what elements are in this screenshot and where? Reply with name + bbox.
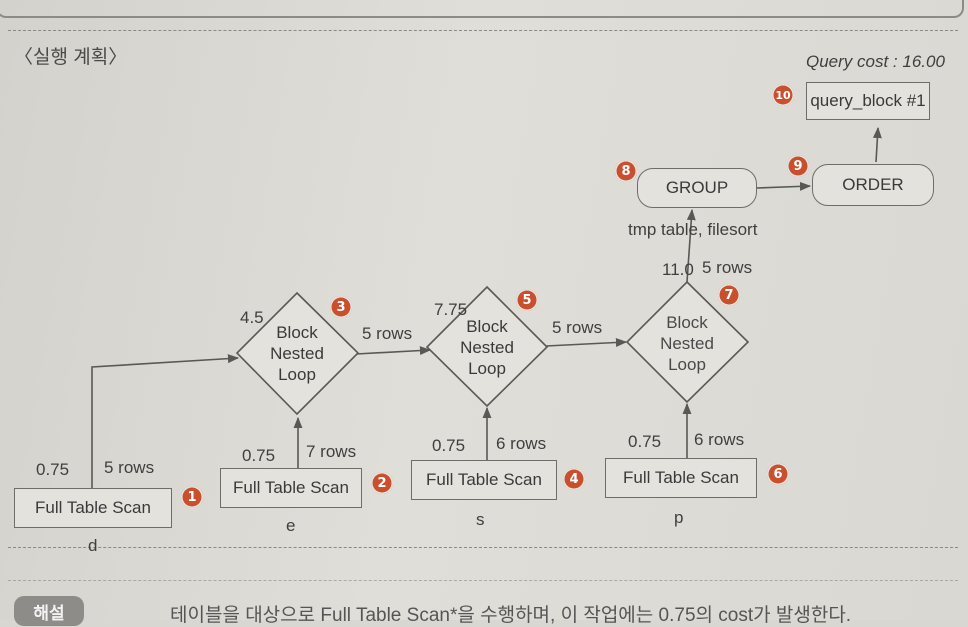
d-cost: 0.75 [36, 460, 70, 479]
bnl3-rows: 5 rows [702, 258, 753, 277]
edge-bnl2-to-bnl3 [545, 338, 628, 347]
e-cost: 0.75 [242, 446, 276, 465]
previous-section-box [0, 0, 964, 18]
step-badge-3: 3 [330, 296, 352, 318]
table-name-p: p [674, 508, 684, 527]
bnl1-diamond [235, 291, 360, 416]
bnl3-cost: 11.0 [662, 260, 694, 279]
bnl3-label: Block Nested Loop [660, 313, 714, 374]
bnl2-rows: 5 rows [552, 318, 603, 337]
scan-p-node: Full Table Scan [605, 458, 757, 498]
p-cost: 0.75 [628, 432, 662, 451]
explanation-tag: 해설 [14, 596, 84, 626]
edge-bnl1-to-bnl2 [355, 346, 432, 356]
step-badge-2: 2 [371, 472, 393, 494]
p-rows: 6 rows [694, 430, 745, 449]
d-rows: 5 rows [104, 458, 155, 477]
bnl1-label: Block Nested Loop [270, 323, 324, 384]
section-heading: 〈실행 계획〉 [14, 47, 128, 68]
step-badge-10: 10 [772, 84, 794, 106]
scan-e-node: Full Table Scan [220, 468, 362, 508]
step-badge-7: 7 [718, 284, 740, 306]
table-name-s: s [476, 510, 485, 529]
step-badge-6: 6 [767, 463, 789, 485]
bottom-divider [8, 547, 958, 548]
bnl1-rows: 5 rows [362, 324, 413, 343]
table-name-d: d [88, 536, 98, 555]
group-node: GROUP [637, 168, 757, 208]
footer-divider [8, 580, 958, 581]
scan-d-node: Full Table Scan [14, 488, 172, 528]
query-block-node: query_block #1 [806, 82, 930, 120]
edge-d-to-bnl1 [91, 354, 240, 490]
bnl2-diamond [425, 285, 549, 408]
step-badge-1: 1 [181, 486, 203, 508]
s-cost: 0.75 [432, 436, 466, 455]
bnl2-cost: 7.75 [434, 300, 468, 319]
e-rows: 7 rows [306, 442, 357, 461]
query-cost-label: Query cost : 16.00 [806, 52, 945, 71]
bnl2-label: Block Nested Loop [460, 317, 514, 378]
bnl1-cost: 4.5 [240, 308, 264, 327]
step-badge-5: 5 [516, 289, 538, 311]
step-badge-4: 4 [563, 468, 585, 490]
edge-bnl3-to-group [686, 208, 696, 283]
explanation-text: 테이블을 대상으로 Full Table Scan*을 수행하며, 이 작업에는… [170, 605, 852, 626]
edge-group-to-order [756, 181, 812, 191]
table-name-e: e [286, 516, 296, 535]
edge-order-to-query-block [872, 126, 882, 163]
s-rows: 6 rows [496, 434, 547, 453]
bnl3-diamond [625, 280, 750, 404]
scan-s-node: Full Table Scan [411, 460, 557, 500]
top-divider [8, 30, 958, 31]
step-badge-8: 8 [615, 160, 637, 182]
order-node: ORDER [812, 164, 934, 206]
step-badge-9: 9 [787, 155, 809, 177]
group-note: tmp table, filesort [628, 220, 758, 239]
